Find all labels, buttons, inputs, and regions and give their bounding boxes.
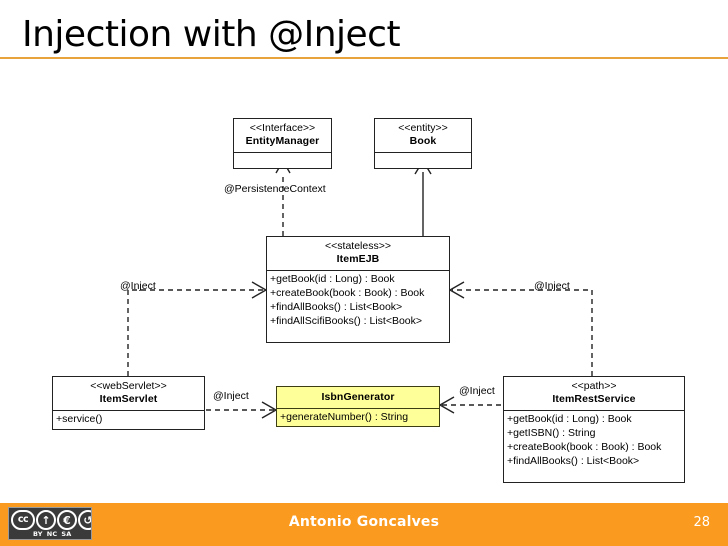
- uml-class-isbn-generator[interactable]: IsbnGenerator +generateNumber() : String: [276, 386, 440, 427]
- uml-class-diagram: @PersistenceContext @Inject @Inject @Inj…: [52, 118, 685, 483]
- cc-icon-row: cc ↑ € ↺: [11, 510, 91, 530]
- uml-class-name: ItemEJB: [336, 253, 380, 266]
- uml-class-header: <<entity>> Book: [375, 119, 471, 152]
- uml-separator: [267, 270, 449, 272]
- uml-class-entity-manager[interactable]: <<Interface>> EntityManager: [233, 118, 332, 170]
- uml-class-header: <<Interface>> EntityManager: [234, 119, 331, 152]
- cc-tag-row: BY NC SA: [33, 530, 71, 538]
- uml-separator: [277, 408, 439, 410]
- cc-tag-by: BY: [33, 530, 43, 538]
- uml-stereotype: <<Interface>>: [249, 122, 316, 134]
- uml-members: +generateNumber() : String: [277, 409, 439, 427]
- uml-class-name: IsbnGenerator: [321, 391, 395, 403]
- cc-nc-icon: €: [57, 510, 77, 530]
- uml-member: +getISBN() : String: [507, 427, 596, 440]
- footer-bar: Antonio Goncalves 28: [0, 503, 728, 546]
- edge-servlet-isbn: [206, 401, 278, 419]
- uml-class-name: ItemServlet: [99, 393, 158, 406]
- uml-member: +findAllScifiBooks() : List<Book>: [270, 314, 423, 327]
- uml-separator: [53, 410, 204, 412]
- uml-class-header: IsbnGenerator: [277, 387, 439, 408]
- uml-class-header: <<path>> ItemRestService: [504, 377, 684, 410]
- uml-stereotype: <<webServlet>>: [90, 380, 167, 392]
- edge-rest-ejb: [448, 281, 593, 376]
- uml-members: [234, 153, 331, 168]
- edge-label-servlet-isbn: @Inject: [213, 390, 249, 402]
- uml-class-name: ItemRestService: [552, 393, 636, 406]
- uml-members: +service(): [53, 411, 204, 429]
- uml-separator: [234, 152, 331, 154]
- uml-member: +findAllBooks() : List<Book>: [507, 454, 640, 467]
- cc-by-icon: ↑: [36, 510, 56, 530]
- uml-class-name: Book: [409, 135, 437, 148]
- uml-member: +createBook(book : Book) : Book: [507, 440, 662, 453]
- edge-label-persistence-context: @PersistenceContext: [224, 183, 326, 195]
- uml-class-item-rest-service[interactable]: <<path>> ItemRestService +getBook(id : L…: [503, 376, 685, 483]
- uml-member: +findAllBooks() : List<Book>: [270, 300, 403, 313]
- cc-sa-icon: ↺: [78, 510, 91, 530]
- uml-member: +generateNumber() : String: [280, 411, 409, 424]
- cc-tag-nc: NC: [46, 530, 58, 538]
- uml-members: +getBook(id : Long) : Book +getISBN() : …: [504, 411, 684, 470]
- uml-member: +service(): [56, 413, 103, 426]
- uml-stereotype: <<entity>>: [398, 122, 448, 134]
- edge-label-rest-ejb: @Inject: [534, 280, 570, 292]
- uml-stereotype: <<stateless>>: [325, 240, 391, 252]
- edge-label-rest-isbn: @Inject: [459, 385, 495, 397]
- edge-servlet-ejb: [127, 281, 268, 376]
- edge-rest-isbn: [438, 396, 501, 414]
- edge-persistence-context: [275, 159, 291, 236]
- uml-member: +createBook(book : Book) : Book: [270, 287, 425, 300]
- footer-author: Antonio Goncalves: [288, 514, 440, 530]
- uml-member: +getBook(id : Long) : Book: [270, 273, 395, 286]
- uml-members: +getBook(id : Long) : Book +createBook(b…: [267, 271, 449, 330]
- uml-class-item-ejb[interactable]: <<stateless>> ItemEJB +getBook(id : Long…: [266, 236, 450, 343]
- uml-stereotype: <<path>>: [571, 380, 617, 392]
- creative-commons-badge[interactable]: cc ↑ € ↺ BY NC SA: [8, 507, 92, 540]
- uml-class-book[interactable]: <<entity>> Book: [374, 118, 472, 170]
- uml-class-header: <<stateless>> ItemEJB: [267, 237, 449, 270]
- uml-member: +getBook(id : Long) : Book: [507, 413, 632, 426]
- title-divider: [0, 57, 728, 59]
- uml-class-item-servlet[interactable]: <<webServlet>> ItemServlet +service(): [52, 376, 205, 430]
- uml-class-header: <<webServlet>> ItemServlet: [53, 377, 204, 410]
- diagram-connectors: [127, 159, 593, 419]
- edge-label-servlet-ejb: @Inject: [120, 280, 156, 292]
- uml-class-name: EntityManager: [245, 135, 320, 148]
- uml-separator: [504, 410, 684, 412]
- uml-members: [375, 153, 471, 168]
- cc-tag-sa: SA: [61, 530, 72, 538]
- uml-separator: [375, 152, 471, 154]
- edge-ejb-book: [414, 159, 432, 236]
- page-title: Injection with @Inject: [22, 14, 401, 55]
- page-number: 28: [693, 515, 710, 530]
- cc-logo-icon: cc: [11, 510, 35, 530]
